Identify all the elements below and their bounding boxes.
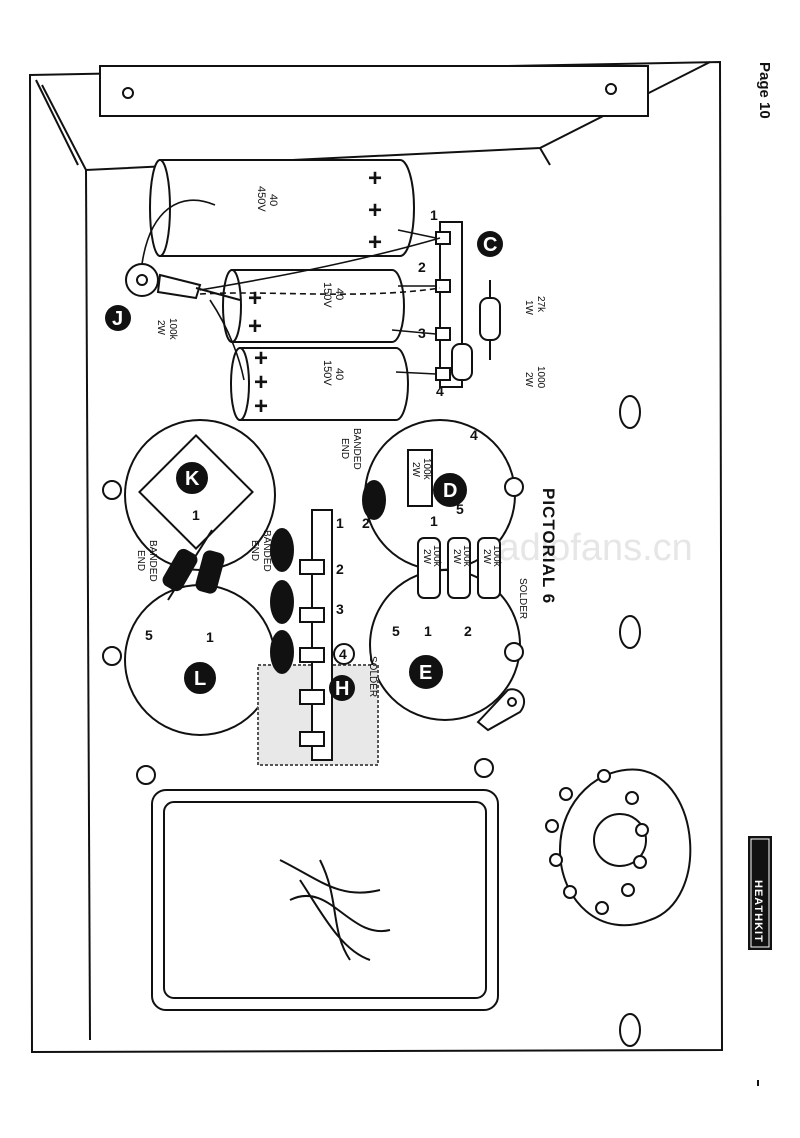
terminal-strip-mid: 1 2 3 4 <box>257 509 379 766</box>
banded-end-note-k: BANDED END <box>135 540 158 582</box>
resistors-de: 100k 2W 100k 2W 100k 2W <box>417 537 502 599</box>
svg-text:100k: 100k <box>167 318 178 341</box>
svg-text:D: D <box>443 480 457 502</box>
svg-text:2: 2 <box>418 259 426 275</box>
socket-l: L 1 5 <box>124 584 276 736</box>
socket-e: E 2 1 5 <box>369 569 521 721</box>
svg-text:C: C <box>483 234 497 256</box>
svg-text:BANDED: BANDED <box>261 530 272 572</box>
svg-text:SOLDER: SOLDER <box>517 578 528 619</box>
svg-text:1000: 1000 <box>535 366 546 389</box>
svg-text:+: + <box>254 345 268 372</box>
page-number: Page 10 <box>756 62 773 119</box>
svg-text:100k: 100k <box>431 545 442 568</box>
diode-pair <box>162 529 225 601</box>
capacitor-40-450v: 40 450V + + + <box>149 159 415 257</box>
svg-text:+: + <box>368 229 382 256</box>
diodes-on-strip <box>270 480 386 674</box>
svg-text:150V: 150V <box>321 360 333 386</box>
svg-text:27k: 27k <box>535 296 546 313</box>
banded-end-note-strip: BANDED END <box>249 530 272 572</box>
svg-text:5: 5 <box>392 623 400 639</box>
callout-j: J <box>105 305 131 331</box>
svg-text:1: 1 <box>430 207 438 223</box>
svg-text:2W: 2W <box>410 462 421 478</box>
socket-k: K 1 <box>124 419 276 571</box>
solder-note-h: SOLDER <box>367 656 378 697</box>
svg-text:+: + <box>254 369 268 396</box>
svg-text:+: + <box>368 165 382 192</box>
capacitor-40-150v-b: 40 150V + + + <box>230 345 409 421</box>
svg-text:3: 3 <box>336 601 344 617</box>
svg-text:2: 2 <box>464 623 472 639</box>
svg-text:450V: 450V <box>255 186 267 212</box>
callout-h: H <box>329 675 355 701</box>
pictorial-title: PICTORIAL 6 <box>539 488 558 605</box>
solder-note-e: SOLDER <box>517 578 528 619</box>
svg-text:1: 1 <box>206 629 214 645</box>
large-socket <box>545 768 692 927</box>
mounting-nuts <box>102 395 641 1047</box>
svg-text:100k: 100k <box>491 545 502 568</box>
svg-text:BANDED: BANDED <box>351 428 362 470</box>
resistor-1000: 1000 2W <box>451 340 546 389</box>
svg-text:+: + <box>248 313 262 340</box>
svg-text:HEATHKIT: HEATHKIT <box>752 880 764 943</box>
svg-text:2W: 2W <box>421 549 432 565</box>
svg-text:1: 1 <box>336 515 344 531</box>
capacitor-40-150v-a: 40 150V + + <box>222 269 405 343</box>
svg-text:END: END <box>249 540 260 561</box>
svg-text:1: 1 <box>192 507 200 523</box>
svg-text:K: K <box>185 468 200 490</box>
svg-text:100k: 100k <box>421 458 432 481</box>
svg-text:100k: 100k <box>461 545 472 568</box>
svg-text:END: END <box>339 438 350 459</box>
svg-text:+: + <box>254 393 268 420</box>
svg-text:1W: 1W <box>523 300 534 316</box>
svg-text:150V: 150V <box>321 282 333 308</box>
svg-text:2W: 2W <box>481 549 492 565</box>
svg-text:2W: 2W <box>451 549 462 565</box>
svg-text:END: END <box>135 550 146 571</box>
banded-end-note-d: BANDED END <box>339 428 362 470</box>
svg-text:2: 2 <box>362 515 370 531</box>
socket-d: D 100k 2W 4 5 1 2 <box>362 419 516 571</box>
resistor-27k: 27k 1W <box>479 280 546 360</box>
svg-text:+: + <box>368 197 382 224</box>
svg-text:40: 40 <box>333 288 345 300</box>
svg-text:4: 4 <box>339 646 347 662</box>
svg-text:2W: 2W <box>523 372 534 388</box>
svg-text:L: L <box>194 668 206 690</box>
svg-text:2W: 2W <box>155 320 166 336</box>
transformer <box>151 789 499 1011</box>
svg-text:4: 4 <box>470 427 478 443</box>
svg-text:1: 1 <box>430 513 438 529</box>
svg-text:2: 2 <box>336 561 344 577</box>
small-lug <box>476 688 526 732</box>
svg-text:5: 5 <box>145 627 153 643</box>
ground-lug-j <box>125 263 202 300</box>
callout-c: C <box>477 231 503 257</box>
svg-text:SOLDER: SOLDER <box>367 656 378 697</box>
svg-text:1: 1 <box>424 623 432 639</box>
svg-text:4: 4 <box>436 383 444 399</box>
svg-text:+: + <box>248 285 262 312</box>
svg-text:40: 40 <box>267 194 279 206</box>
mounting-rail <box>99 65 649 117</box>
svg-text:E: E <box>419 662 432 684</box>
svg-text:5: 5 <box>456 501 464 517</box>
svg-text:BANDED: BANDED <box>147 540 158 582</box>
heathkit-logo: HEATHKIT <box>748 836 772 950</box>
svg-text:J: J <box>112 308 123 330</box>
svg-text:H: H <box>335 678 349 700</box>
svg-text:40: 40 <box>333 368 345 380</box>
